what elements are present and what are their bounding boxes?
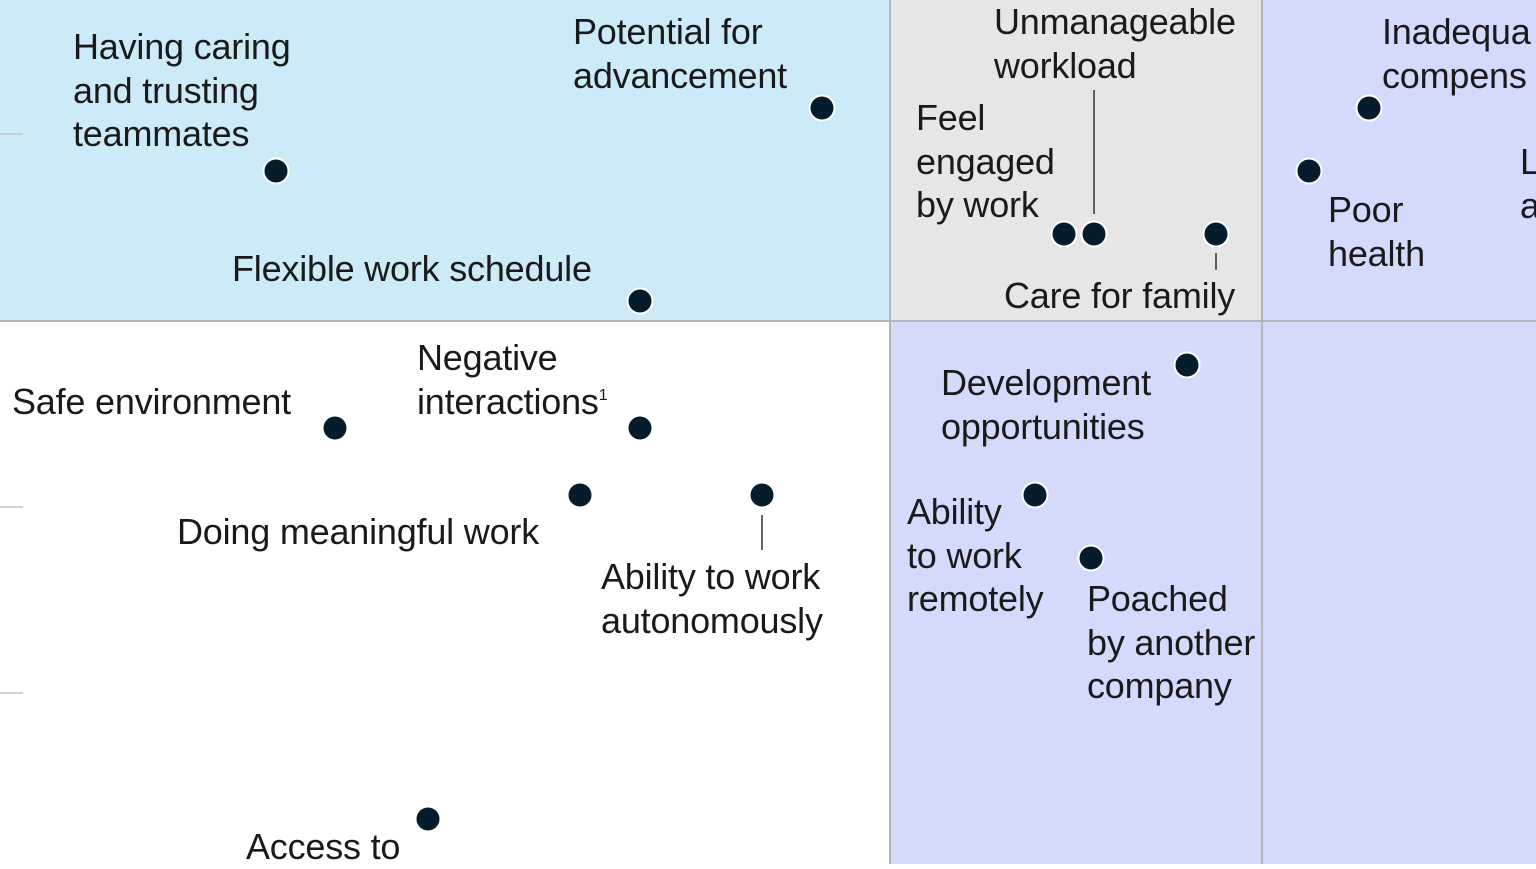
marker-access-to xyxy=(414,805,442,833)
label-development: Development opportunities xyxy=(941,362,1151,447)
label-inadequate-compensation: Inadequa compens xyxy=(1382,11,1531,96)
data-markers xyxy=(262,94,1383,833)
label-meaningful-work: Doing meaningful work xyxy=(177,511,539,552)
marker-development xyxy=(1173,351,1201,379)
marker-poached xyxy=(1077,544,1105,572)
marker-inadequate-compensation xyxy=(1355,94,1383,122)
marker-caring-teammates xyxy=(262,157,290,185)
label-feel-engaged: Feel engaged by work xyxy=(916,97,1055,225)
marker-work-autonomously xyxy=(748,481,776,509)
label-caring-teammates: Having caring and trusting teammates xyxy=(73,26,291,154)
label-work-remotely: Ability to work remotely xyxy=(907,491,1044,619)
quadrant-bottom-left xyxy=(0,321,890,864)
quadrant-bottom-middle xyxy=(890,321,1262,864)
marker-negative-interactions xyxy=(626,414,654,442)
label-negative-interactions: Negative interactions1 xyxy=(417,336,608,423)
leader-lines xyxy=(761,90,1217,550)
label-negative-interactions-text: Negative interactions xyxy=(417,337,599,422)
marker-safe-environment xyxy=(321,414,349,442)
label-care-family: Care for family xyxy=(1004,275,1236,316)
marker-unmanageable-workload xyxy=(1080,220,1108,248)
marker-flexible-schedule xyxy=(626,287,654,315)
label-unmanageable-workload: Unmanageable workload xyxy=(994,1,1236,86)
label-poor-health: Poor health xyxy=(1328,189,1425,274)
axis-ticks xyxy=(0,133,23,694)
marker-advancement xyxy=(808,94,836,122)
marker-care-family xyxy=(1202,220,1230,248)
quadrant-top-left xyxy=(0,0,890,321)
label-safe-environment: Safe environment xyxy=(12,381,291,422)
marker-meaningful-work xyxy=(566,481,594,509)
marker-poor-health xyxy=(1295,157,1323,185)
label-partial-right: L a xyxy=(1520,141,1536,226)
marker-work-remotely xyxy=(1021,481,1049,509)
quadrant-bottom-right xyxy=(1262,321,1536,864)
label-flexible-schedule: Flexible work schedule xyxy=(232,248,592,289)
label-work-autonomously: Ability to work autonomously xyxy=(601,556,823,641)
marker-feel-engaged xyxy=(1050,220,1078,248)
quadrant-top-middle xyxy=(890,0,1262,321)
label-access-to: Access to xyxy=(246,826,401,867)
label-advancement: Potential for advancement xyxy=(573,11,787,96)
footnote-marker: 1 xyxy=(598,386,608,404)
label-poached: Poached by another company xyxy=(1087,578,1256,706)
